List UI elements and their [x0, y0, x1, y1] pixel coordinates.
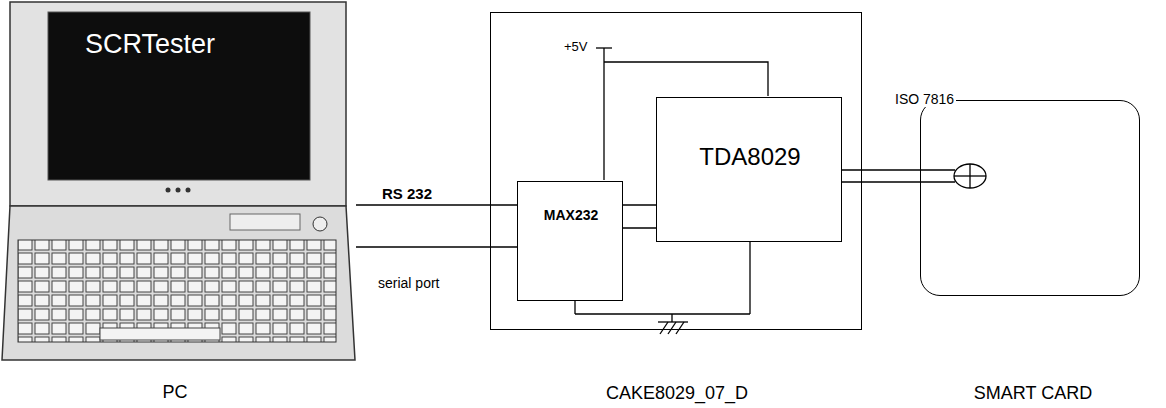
laptop-panel: [230, 214, 300, 230]
indicator-dot: [176, 188, 181, 193]
supply-label: +5V: [564, 40, 588, 54]
chip-symbol: [969, 164, 970, 188]
laptop-screen: [48, 12, 310, 180]
contact-wire: [920, 181, 955, 182]
laptop-illustration: [0, 0, 356, 408]
indicator-dot: [186, 188, 191, 193]
ground-symbol: [660, 322, 668, 334]
ground-wire: [574, 300, 575, 314]
ground-symbol: [668, 322, 676, 334]
board-box: CAKE8029_07_DMAX232TDA8029: [490, 12, 862, 330]
device-label: CAKE8029_07_D: [606, 384, 748, 404]
signal-wire: [623, 227, 656, 228]
chip-name: MAX232: [544, 208, 598, 223]
signal-wire: [842, 181, 920, 182]
ground-wire: [749, 241, 750, 314]
wire-label: serial port: [376, 276, 441, 291]
ground-symbol: [676, 322, 684, 334]
chip-box: TDA8029: [656, 97, 842, 242]
ground-symbol: [671, 314, 672, 322]
device-label: SMART CARD: [974, 384, 1092, 404]
supply-wires: [575, 48, 986, 334]
laptop-spacebar: [100, 328, 220, 340]
chip-box: MAX232: [517, 181, 623, 301]
indicator-dot: [166, 188, 171, 193]
contact-wire: [920, 169, 955, 170]
signal-wire: [623, 204, 656, 205]
supply-wire: [603, 48, 604, 180]
supply-wire: [604, 62, 768, 96]
laptop-keyboard: [18, 240, 336, 342]
chip-symbol: [954, 164, 986, 188]
signal-wire: [356, 246, 517, 247]
laptop-knob: [313, 217, 327, 231]
laptop-base: [2, 206, 355, 360]
wire-label: ISO 7816: [893, 92, 956, 107]
device-label: PC: [162, 383, 187, 403]
wire-label: RS 232: [380, 186, 434, 203]
laptop-pc: SCRTesterPC: [0, 0, 356, 408]
screen-text: SCRTester: [85, 30, 215, 60]
signal-wire: [356, 204, 517, 205]
chip-name: TDA8029: [699, 144, 800, 170]
smart-card: SMART CARD: [920, 100, 1140, 296]
ground-wire: [575, 313, 750, 314]
signal-wire: [842, 169, 920, 170]
laptop-lid: [10, 2, 346, 206]
